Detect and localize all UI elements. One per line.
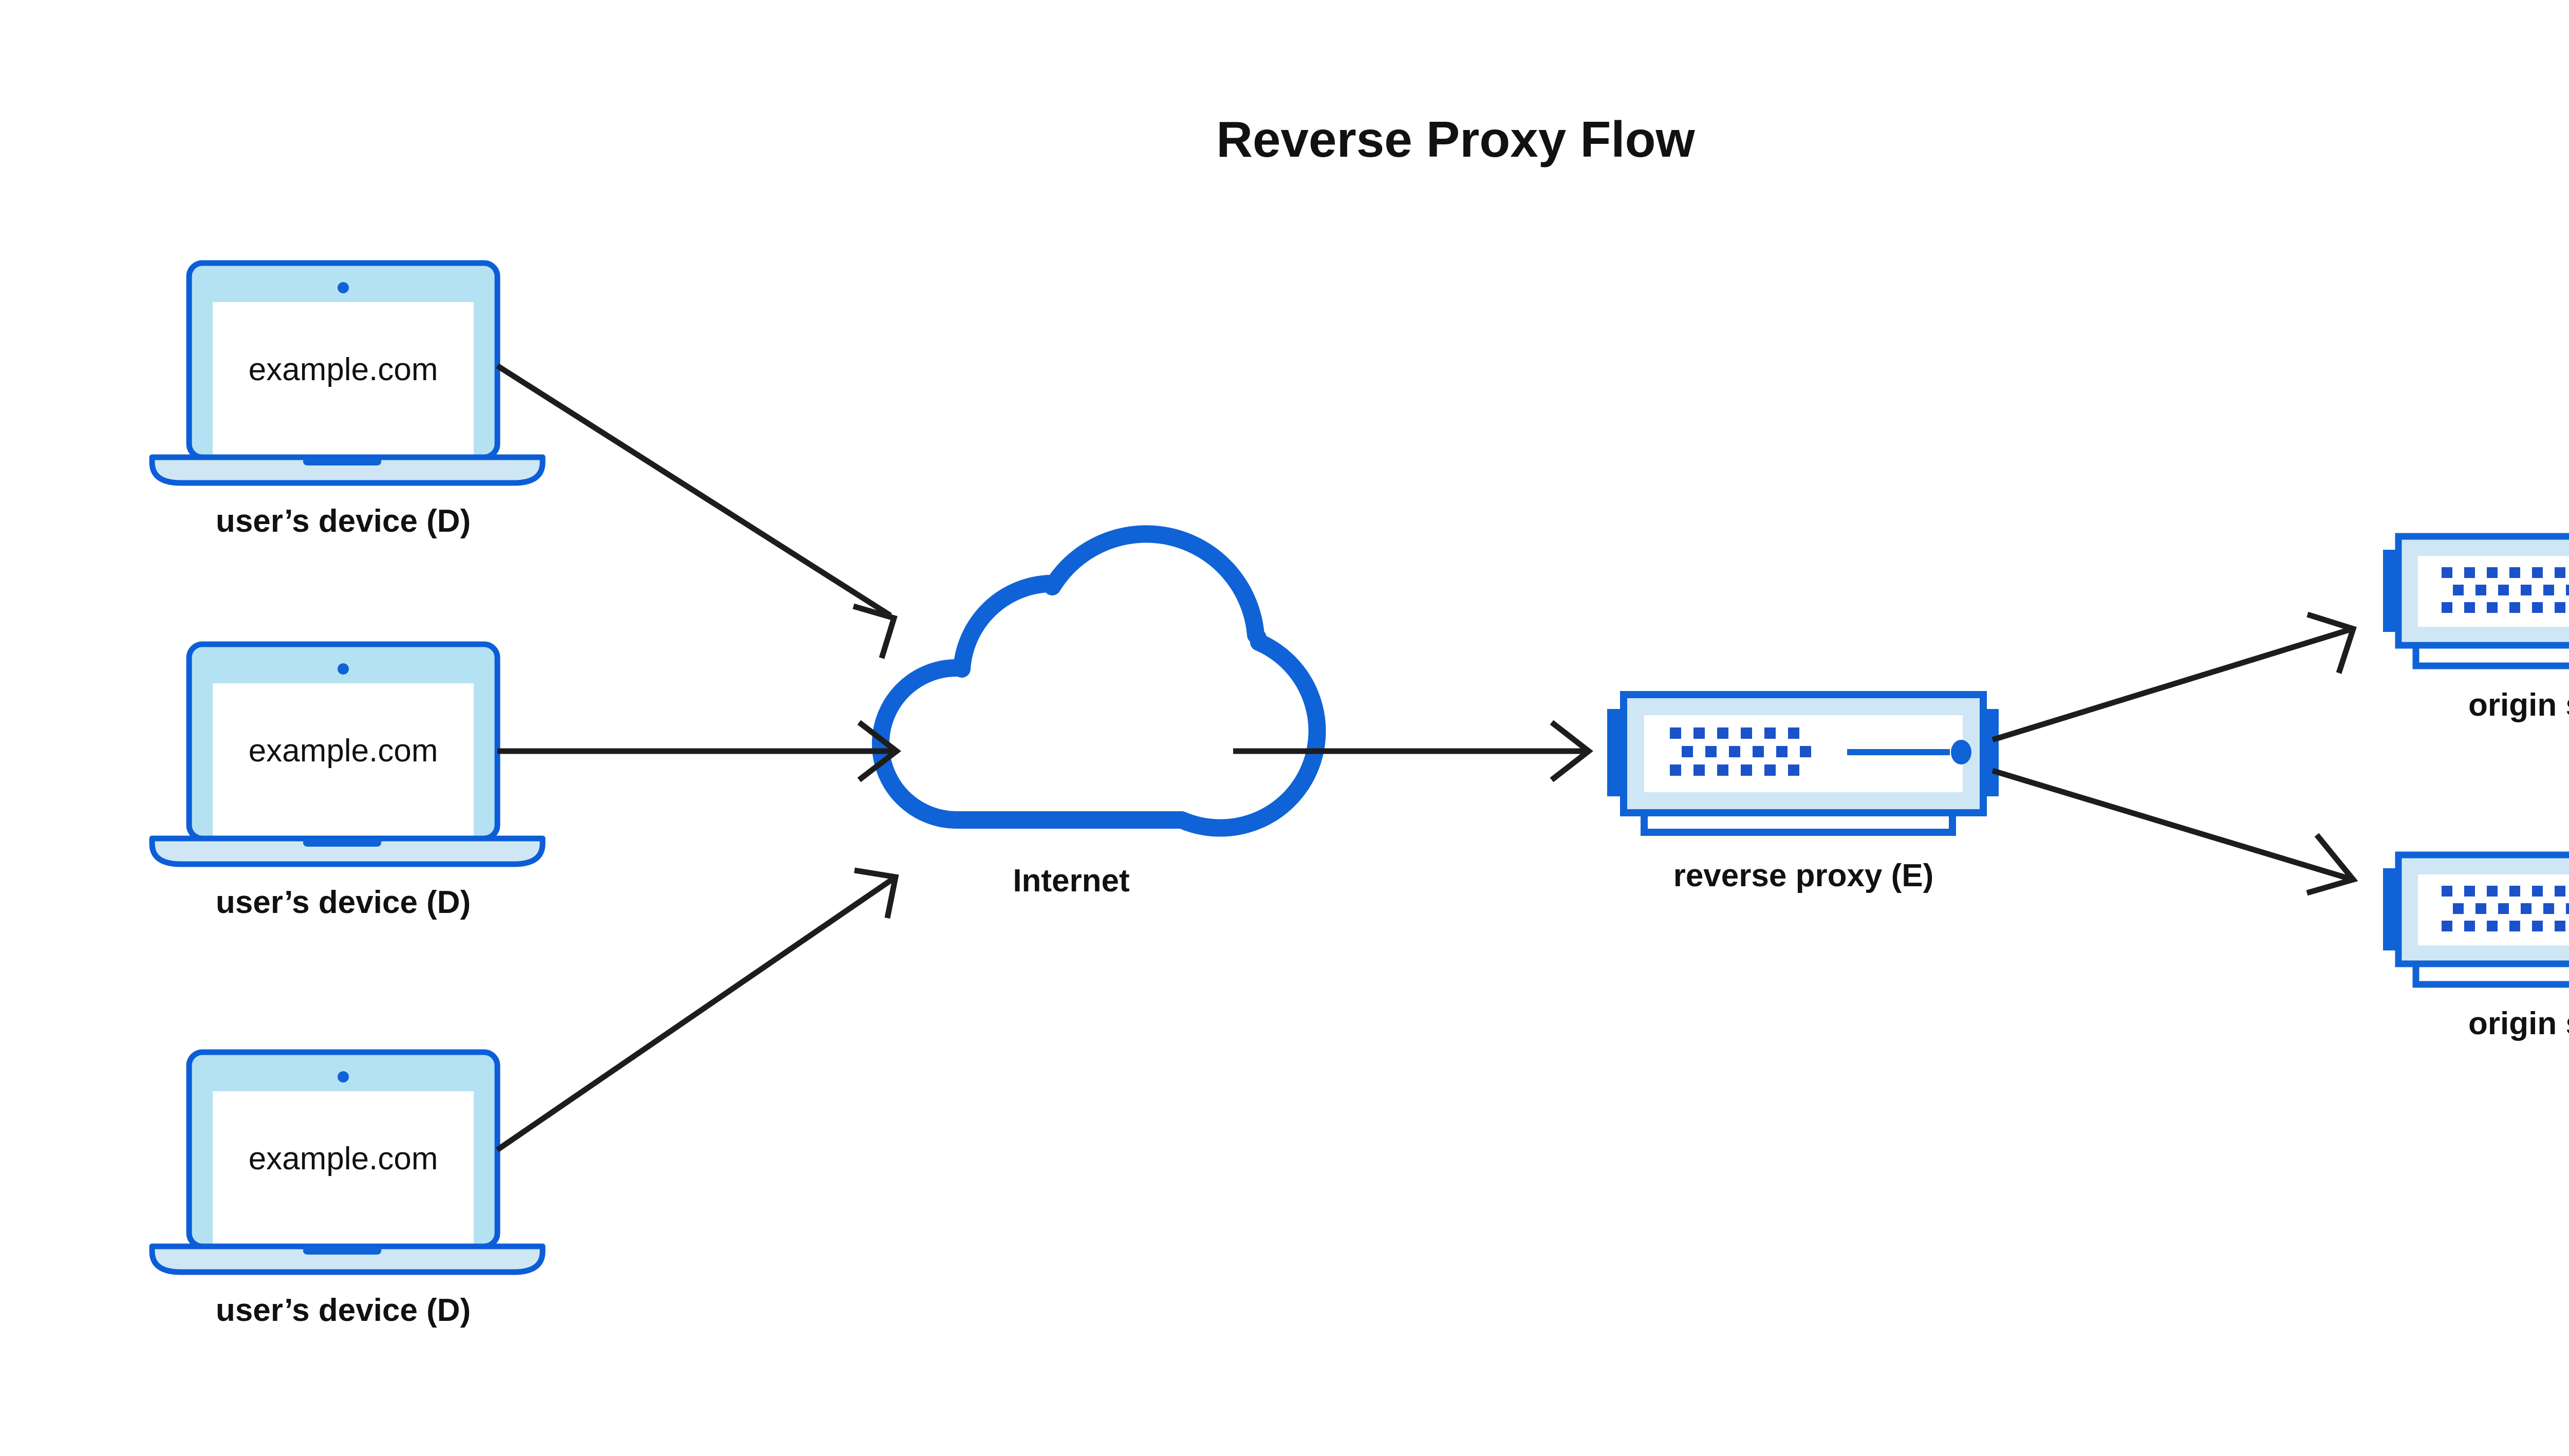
node-client-top[interactable]: example.com user’s device (D)	[149, 260, 546, 539]
node-origin-bottom[interactable]: origin server (F)	[2383, 851, 2569, 1041]
laptop-screen-url: example.com	[249, 352, 438, 387]
laptop-trackpad	[303, 838, 381, 847]
laptop-display	[213, 302, 474, 457]
edge-internet-to-proxy	[1233, 720, 1593, 782]
server-led-grid	[2442, 886, 2569, 931]
edge-proxy-to-origin-top	[1991, 611, 2357, 743]
node-label-client-middle: user’s device (D)	[216, 885, 471, 920]
laptop-trackpad	[303, 1246, 381, 1255]
server-stand	[2412, 956, 2569, 988]
node-label-client-top: user’s device (D)	[216, 503, 471, 539]
laptop-base	[149, 835, 546, 867]
edge-client-top-to-internet	[496, 363, 898, 659]
server-led-grid	[1670, 727, 1811, 776]
laptop-webcam-icon	[338, 663, 349, 675]
node-reverse-proxy[interactable]: reverse proxy (E)	[1607, 691, 1999, 893]
node-label-origin-bottom: origin server (F)	[2468, 1006, 2569, 1041]
laptop-base	[149, 1243, 546, 1275]
laptop-webcam-icon	[338, 1071, 349, 1082]
laptop-trackpad	[303, 457, 381, 465]
laptop-screen-url: example.com	[249, 733, 438, 769]
node-label-client-bottom: user’s device (D)	[216, 1293, 471, 1328]
node-origin-top[interactable]: origin server (F)	[2383, 533, 2569, 723]
edge-client-bottom-to-internet	[495, 867, 899, 1152]
server-status-led	[1951, 740, 1971, 764]
laptop-base	[149, 454, 546, 486]
node-internet[interactable]: Internet	[872, 525, 1326, 899]
edge-client-middle-to-internet	[497, 720, 902, 782]
node-client-middle[interactable]: example.com user’s device (D)	[149, 641, 546, 920]
page-title: Reverse Proxy Flow	[1216, 111, 1695, 167]
server-stand	[2412, 637, 2569, 669]
laptop-screen-url: example.com	[249, 1141, 438, 1177]
server-led-grid	[2442, 567, 2569, 613]
laptop-display	[213, 683, 474, 838]
server-stand	[1641, 801, 1956, 836]
laptop-display	[213, 1091, 474, 1246]
server-status-line	[1847, 749, 1950, 755]
node-label-origin-top: origin server (F)	[2468, 687, 2569, 723]
node-label-reverse-proxy: reverse proxy (E)	[1673, 858, 1934, 893]
laptop-webcam-icon	[338, 282, 349, 293]
edge-proxy-to-origin-bottom	[1991, 768, 2358, 896]
cloud-icon	[872, 525, 1326, 837]
node-label-internet: Internet	[1013, 863, 1129, 899]
node-client-bottom[interactable]: example.com user’s device (D)	[149, 1049, 546, 1328]
